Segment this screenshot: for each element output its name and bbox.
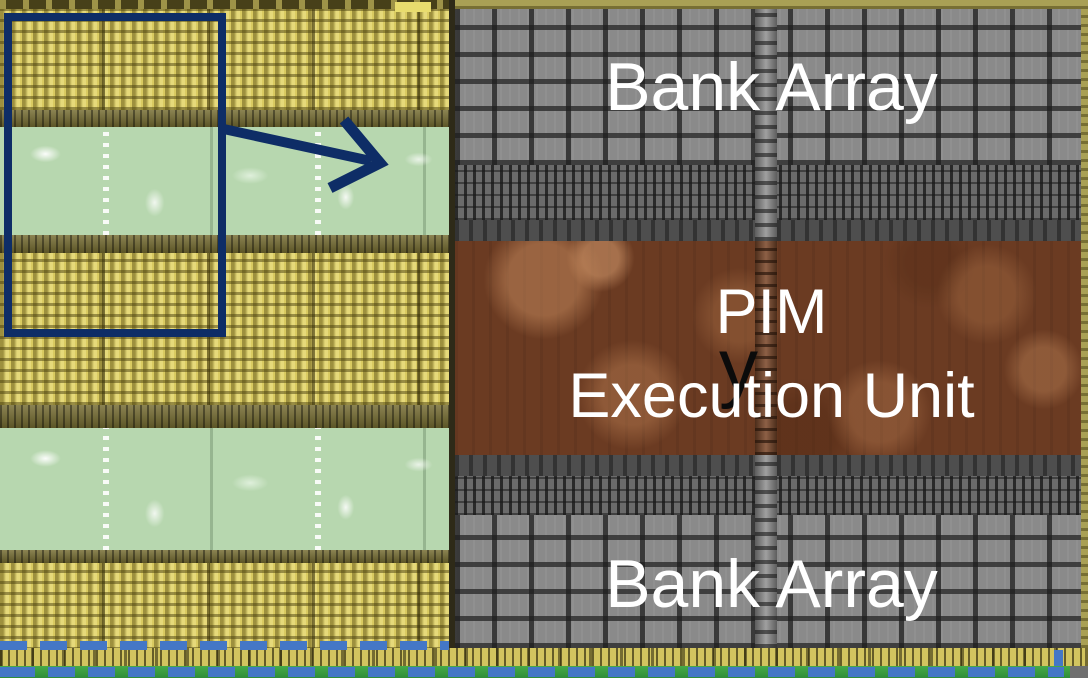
seam-dots (315, 428, 321, 550)
die-edge-highlight (395, 2, 431, 12)
olive-strip (0, 550, 455, 563)
die-top-edge (0, 0, 455, 9)
left-right-divider (449, 0, 455, 666)
center-seam (755, 9, 777, 241)
bank-array-bottom-label: Bank Array (605, 546, 938, 622)
dashed-boundary-right-tick (1054, 650, 1063, 666)
bank-array-top-label: Bank Array (605, 49, 938, 125)
pim-label-line2: Execution Unit (568, 361, 975, 431)
green-logic-band (0, 428, 455, 550)
olive-strip (0, 235, 455, 253)
seam-dots (103, 127, 109, 235)
selection-rectangle-outline (4, 13, 226, 337)
zoom-top-edge (455, 0, 1088, 9)
pim-label-glyph-y: y (719, 322, 758, 410)
arrow-right-icon (217, 116, 389, 193)
center-seam (755, 241, 777, 455)
zoom-right-edge (1081, 0, 1088, 648)
olive-strip (0, 405, 455, 428)
green-logic-band (0, 127, 455, 235)
io-pad-strip (0, 648, 1088, 666)
cell-mat-band (0, 563, 455, 650)
center-seam (755, 455, 777, 648)
dashed-boundary-upper-left (0, 641, 449, 650)
pim-label-line1: PIM (715, 277, 828, 347)
die-photo-left (0, 0, 455, 678)
cell-mat-band (0, 9, 455, 110)
die-photo-zoom-right (455, 0, 1088, 678)
seam-dots (103, 428, 109, 550)
seam-dots (315, 127, 321, 235)
dashed-boundary-bottom (0, 667, 1064, 677)
